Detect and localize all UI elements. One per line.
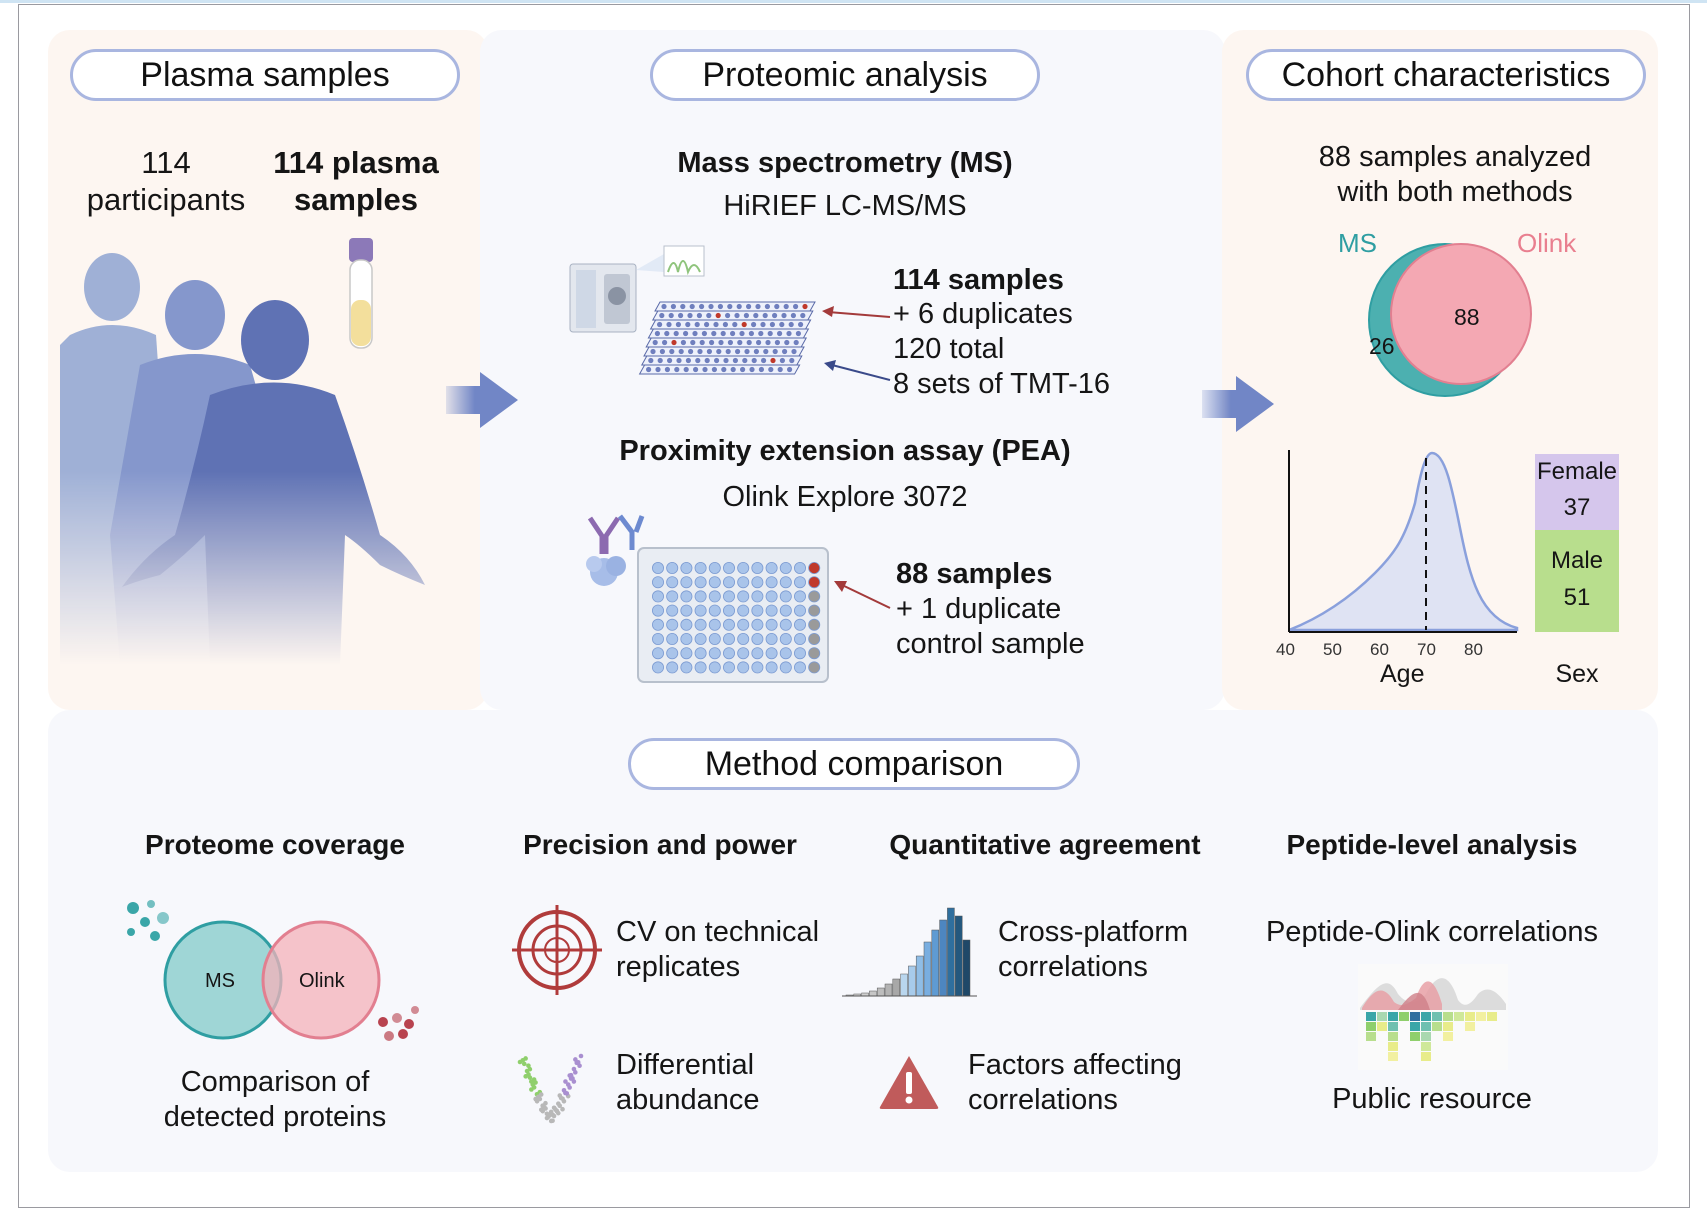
plasma-tube-icon — [349, 238, 373, 349]
peptide-title: Peptide-level analysis — [1286, 829, 1578, 860]
ms-sets: 8 sets of TMT-16 — [893, 368, 1111, 400]
method-title: Method comparison — [704, 744, 1004, 783]
participants-label: participants — [86, 182, 246, 217]
cv-line2: replicates — [616, 951, 741, 983]
coverage-venn-olink-label: Olink — [299, 970, 345, 992]
coverage-caption-line1: Comparison of — [180, 1066, 370, 1098]
age-density-curve — [1288, 451, 1519, 632]
ms-total: 120 total — [893, 333, 1005, 365]
coverage-venn-diagram — [127, 900, 419, 1041]
pea-control: control sample — [896, 628, 1085, 660]
volcano-plot-icon — [517, 1053, 584, 1124]
samples-line1: 114 plasma — [273, 145, 439, 180]
venn-ms-label: MS — [1338, 228, 1377, 258]
peptide-correlation-heatmap-icon — [1358, 964, 1508, 1070]
age-tick-40: 40 — [1276, 640, 1295, 659]
female-count: 37 — [1563, 494, 1591, 521]
ms-duplicates: + 6 duplicates — [893, 298, 1073, 330]
factors-line1: Factors affecting — [968, 1049, 1182, 1081]
diff-line1: Differential — [616, 1049, 755, 1081]
antibody-protein-icon — [586, 514, 645, 586]
proteomic-analysis-header: Proteomic analysis — [650, 49, 1040, 101]
pea-subtitle: Olink Explore 3072 — [722, 481, 968, 513]
cross-line1: Cross-platform — [998, 916, 1189, 948]
analyzed-line2: with both methods — [1337, 176, 1573, 208]
pea-title: Proximity extension assay (PEA) — [619, 435, 1071, 467]
top-border-line — [0, 0, 1707, 3]
venn-ms-only-count: 26 — [1369, 333, 1395, 359]
sex-female-bar — [1535, 454, 1619, 530]
arrow-plasma-to-proteomic — [446, 372, 518, 428]
target-icon — [512, 905, 602, 995]
age-tick-50: 50 — [1323, 640, 1342, 659]
public-resource: Public resource — [1332, 1083, 1532, 1115]
sex-male-bar — [1535, 530, 1619, 632]
plasma-title: Plasma samples — [140, 55, 390, 94]
participants-count: 114 — [141, 145, 191, 180]
ms-title: Mass spectrometry (MS) — [677, 147, 1013, 179]
plasma-samples-header: Plasma samples — [70, 49, 460, 101]
cv-line1: CV on technical — [616, 916, 820, 948]
coverage-venn-ms-label: MS — [205, 970, 235, 992]
male-count: 51 — [1563, 584, 1591, 611]
arrow-proteomic-to-cohort — [1202, 376, 1274, 432]
female-label: Female — [1536, 458, 1618, 485]
sex-axis-label: Sex — [1555, 660, 1599, 688]
ms-subtitle: HiRIEF LC-MS/MS — [723, 190, 967, 222]
age-tick-60: 60 — [1370, 640, 1389, 659]
cross-line2: correlations — [998, 951, 1148, 983]
ms-samples: 114 samples — [893, 264, 1064, 296]
pea-duplicate: + 1 duplicate — [896, 593, 1062, 625]
coverage-title: Proteome coverage — [145, 829, 405, 860]
diff-line2: abundance — [616, 1084, 760, 1116]
olink-96-well-plate-icon — [637, 547, 829, 683]
peptide-corr: Peptide-Olink correlations — [1265, 916, 1599, 948]
cohort-title: Cohort characteristics — [1281, 55, 1611, 94]
quant-title: Quantitative agreement — [889, 829, 1201, 860]
ms-arrows — [822, 306, 891, 381]
people-silhouettes-illustration — [50, 253, 425, 665]
histogram-icon — [842, 907, 977, 997]
age-density-plot — [1288, 450, 1519, 633]
precision-title: Precision and power — [523, 829, 797, 860]
age-tick-80: 80 — [1464, 640, 1483, 659]
age-tick-70: 70 — [1417, 640, 1436, 659]
age-axis-label: Age — [1380, 660, 1425, 688]
factors-line2: correlations — [968, 1084, 1118, 1116]
cohort-characteristics-header: Cohort characteristics — [1246, 49, 1646, 101]
pea-samples: 88 samples — [896, 558, 1053, 590]
proteomic-title: Proteomic analysis — [702, 55, 988, 94]
mass-spectrometer-icon — [569, 245, 705, 333]
analyzed-line1: 88 samples analyzed — [1318, 141, 1592, 173]
samples-line2: samples — [293, 182, 419, 217]
coverage-caption-line2: detected proteins — [163, 1101, 387, 1133]
pea-arrow — [834, 581, 891, 609]
method-comparison-header: Method comparison — [628, 738, 1080, 790]
male-label: Male — [1550, 547, 1604, 574]
venn-olink-label: Olink — [1517, 228, 1577, 258]
tmt-plates-icon — [638, 301, 816, 375]
warning-icon — [879, 1056, 939, 1109]
venn-overlap-count: 88 — [1454, 304, 1480, 330]
cohort-venn-diagram — [1368, 243, 1532, 397]
